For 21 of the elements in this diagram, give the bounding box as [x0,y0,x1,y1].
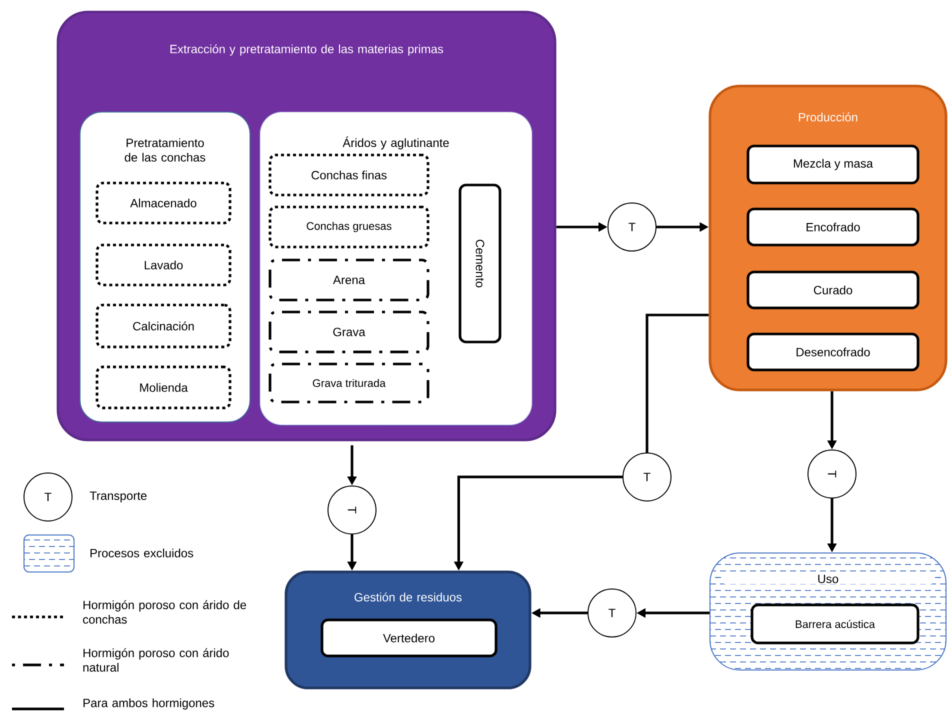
legend-text: Hormigón poroso con árido de conchas [83,600,246,624]
process-box: Conchas gruesas [268,206,430,248]
legend-text: Procesos excluidos [90,548,194,558]
process-box: Encofrado [746,208,920,246]
process-box: Cemento [458,184,502,344]
process-box: Desencofrado [746,332,920,372]
process-box: Mezcla y masa [746,144,920,184]
process-box: Barrera acústica [750,604,920,644]
process-box: Lavado [96,244,232,286]
legend-text: Hormigón poroso con árido natural [83,648,229,672]
process-box: Almacenado [96,182,232,224]
process-box: Arena [268,258,430,302]
process-box: Conchas finas [268,154,430,196]
legend-text: Para ambos hormigones [84,698,214,710]
process-box: Grava triturada [268,362,430,404]
process-box: Curado [746,270,920,310]
process-box: Grava [268,310,430,354]
process-box: Molienda [96,366,232,410]
legend-text: Transporte [90,492,147,502]
process-box: Vertedero [320,618,498,658]
process-box: Calcinación [96,304,232,348]
